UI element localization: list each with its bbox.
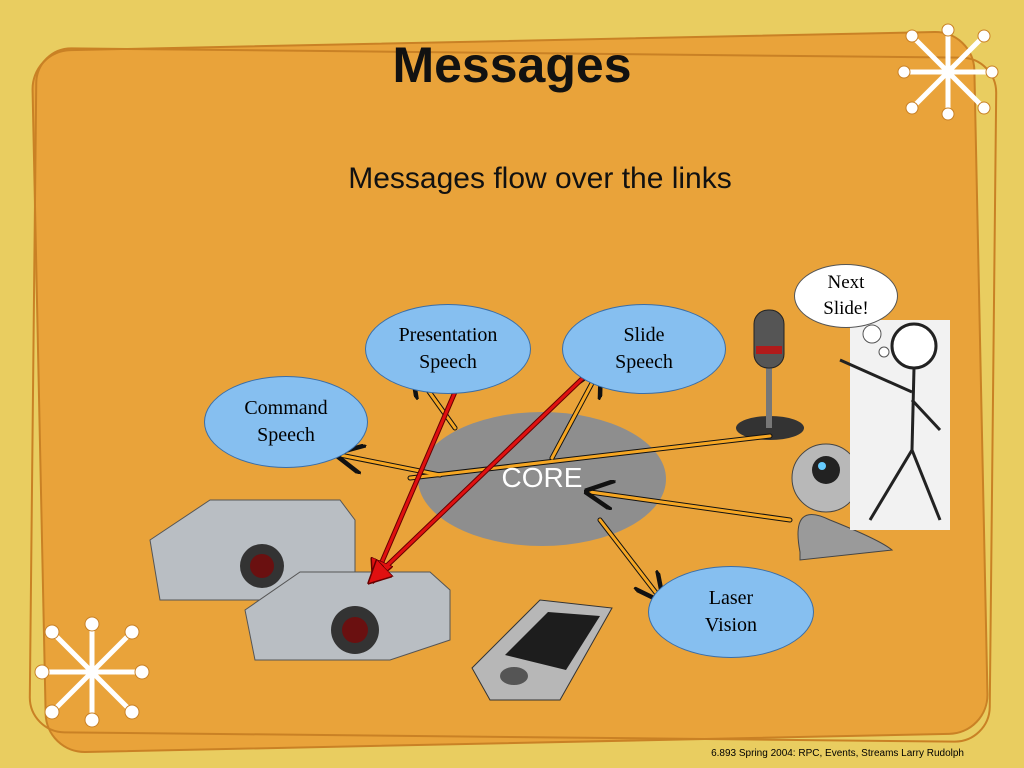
thought-text: Slide! <box>823 298 869 319</box>
slide-footer: 6.893 Spring 2004: RPC, Events, Streams … <box>711 748 964 759</box>
slide-title: Messages <box>392 37 632 93</box>
pda-icon <box>471 599 613 701</box>
node-label: Slide <box>623 324 665 346</box>
slide-speech-node: Slide Speech <box>562 304 726 394</box>
node-label: Speech <box>419 351 477 373</box>
core-node <box>418 412 666 546</box>
node-label: Command <box>244 397 328 419</box>
node-label: Speech <box>615 351 673 373</box>
stick-figure-icon <box>839 320 950 530</box>
node-label: Laser <box>708 587 754 609</box>
projector-icon <box>244 571 451 661</box>
slide-subtitle: Messages flow over the links <box>348 162 732 195</box>
microphone-icon <box>736 309 804 440</box>
thought-text: Next <box>827 272 865 293</box>
laser-vision-node: Laser Vision <box>648 566 814 658</box>
thought-bubble: Next Slide! <box>794 264 898 328</box>
node-label: Speech <box>257 424 315 446</box>
node-label: Vision <box>704 614 758 636</box>
webcam-icon <box>791 443 894 561</box>
node-label: Presentation <box>398 324 498 346</box>
core-label: CORE <box>501 462 583 493</box>
presentation-speech-node: Presentation Speech <box>365 304 531 394</box>
command-speech-node: Command Speech <box>204 376 368 468</box>
